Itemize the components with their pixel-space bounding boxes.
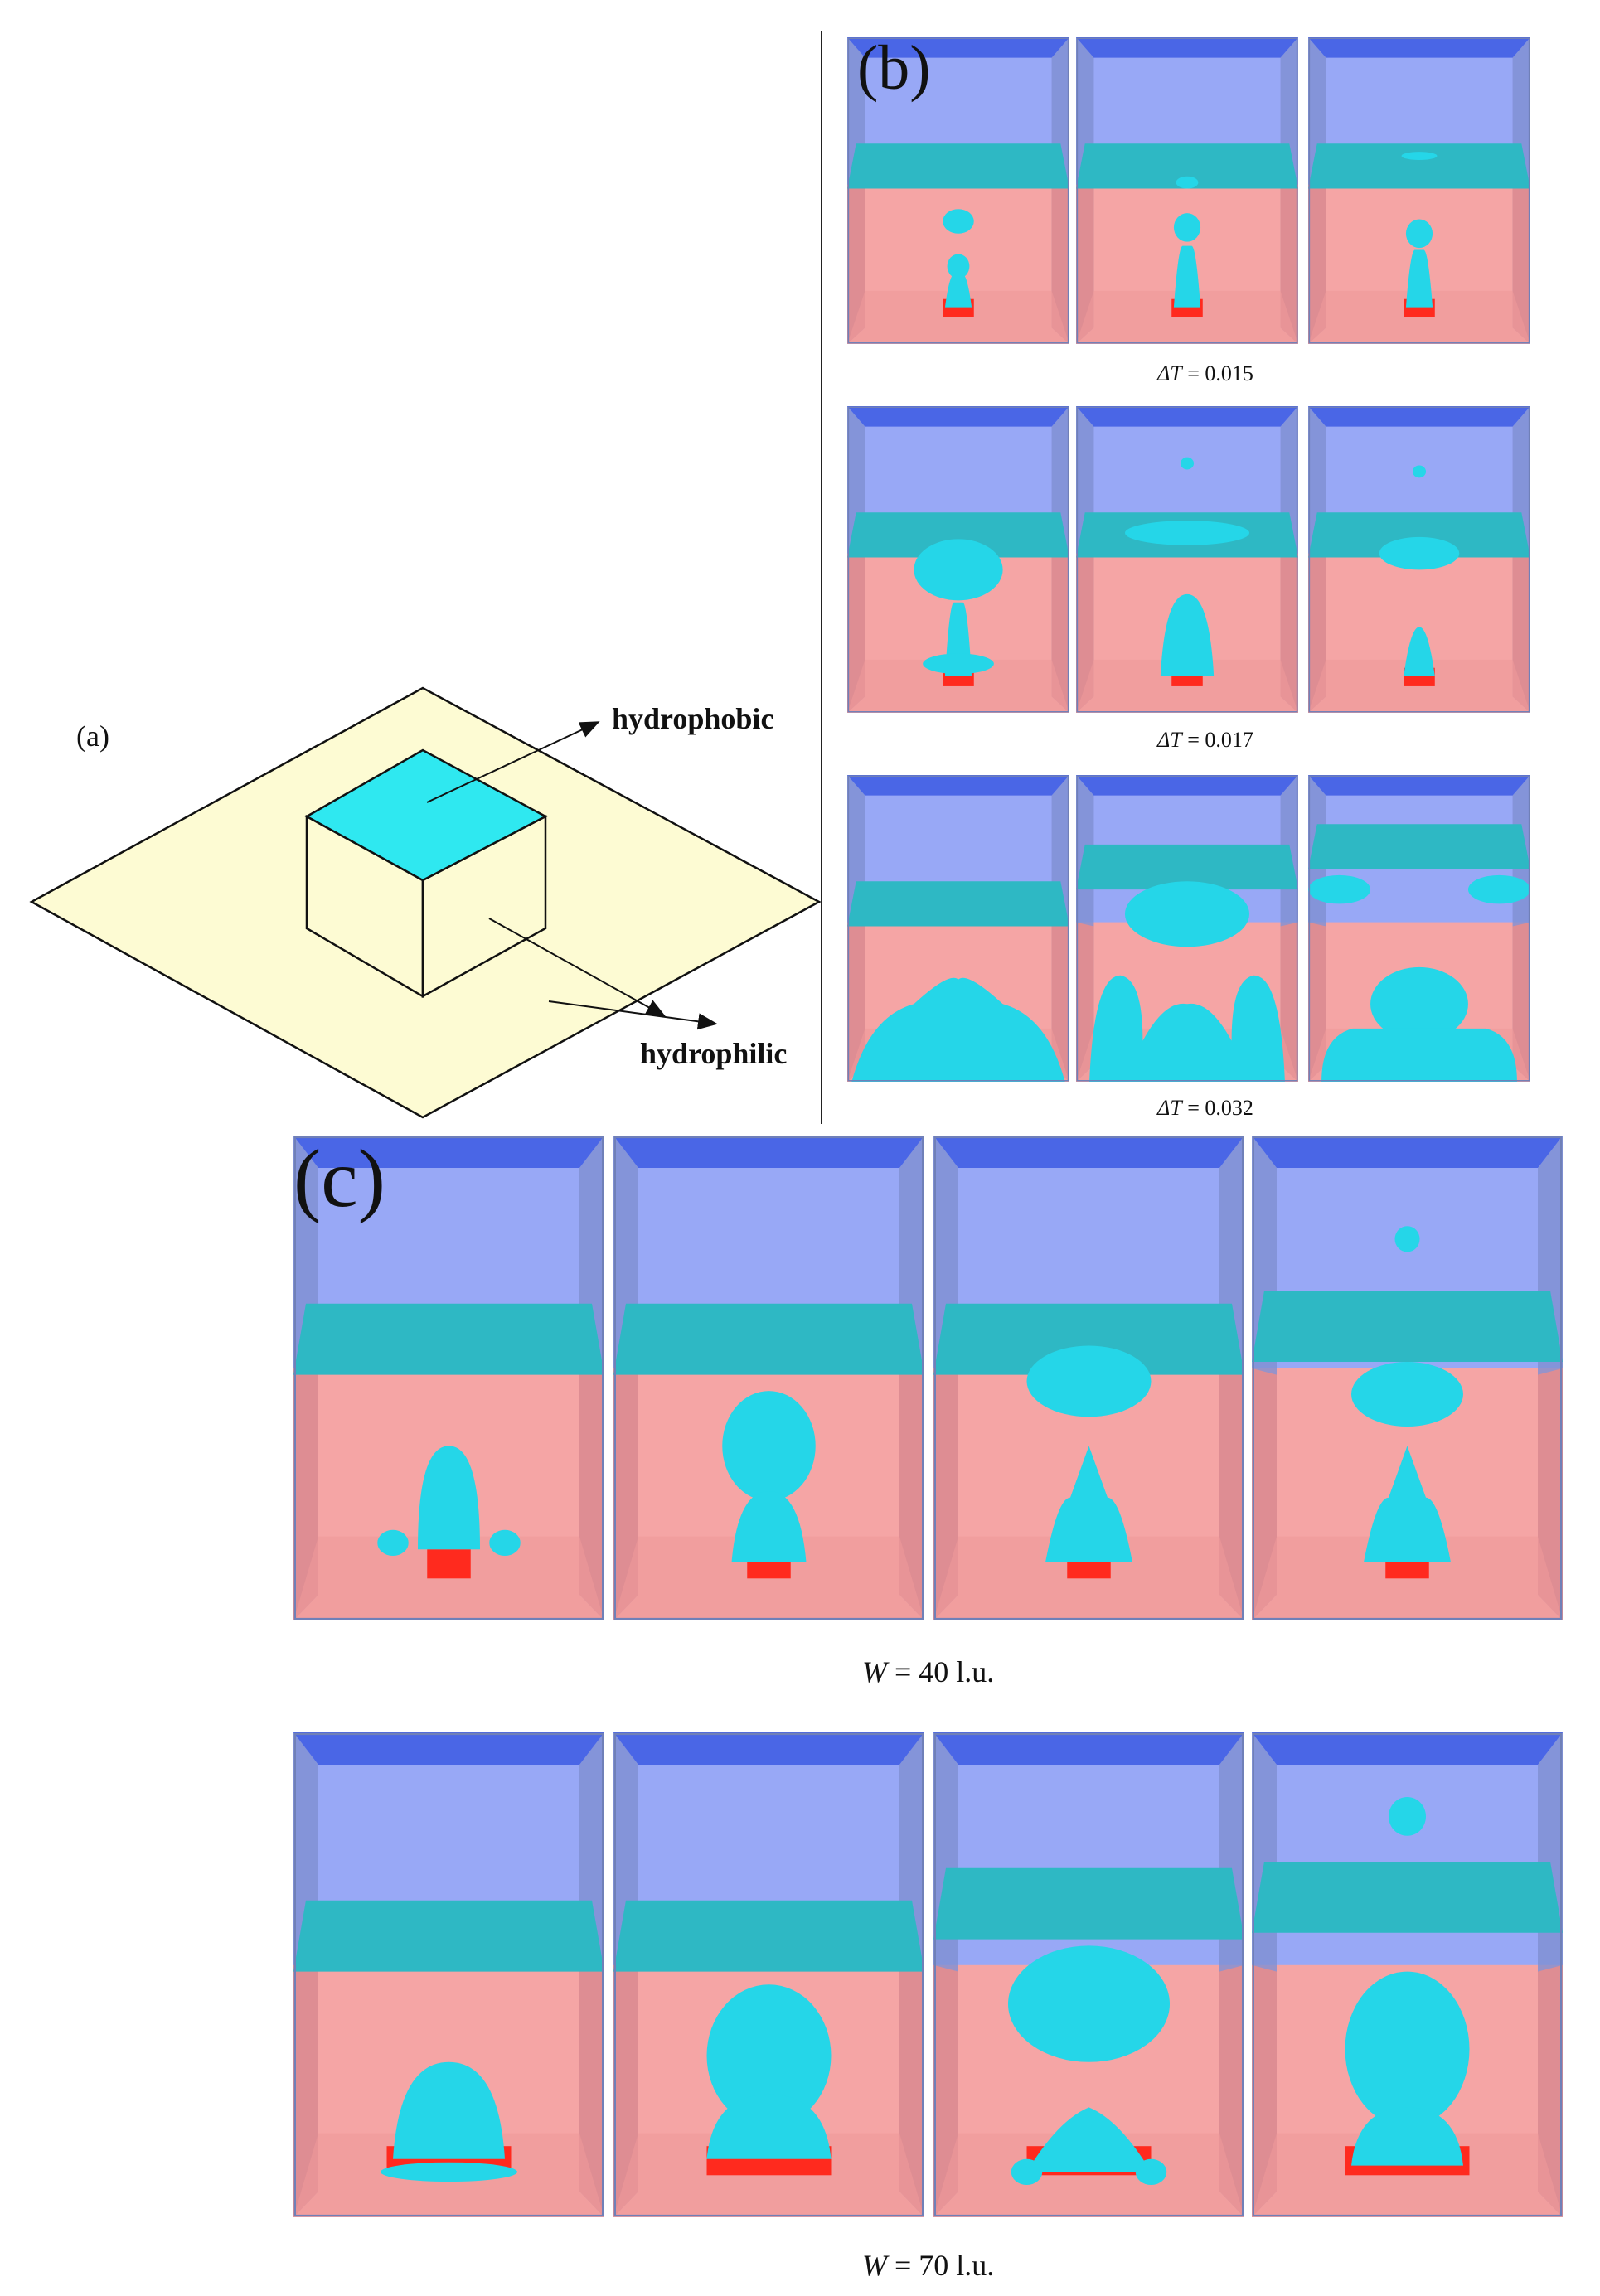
panel-b-box-r2-c2 (1076, 406, 1298, 713)
panel-b-box-r1-c3 (1308, 37, 1530, 344)
panel-c-box-r1-c4 (1252, 1136, 1563, 1620)
panel-c-caption-2: W = 70 l.u. (862, 2249, 995, 2282)
panel-b-caption-3: ΔT = 0.032 (1157, 1096, 1253, 1120)
label-hydrophilic: hydrophilic (640, 1037, 788, 1070)
panel-b-box-r1-c1 (847, 37, 1069, 344)
panel-c-box-r2-c4 (1252, 1732, 1563, 2217)
panel-c-box-r2-c1 (293, 1732, 604, 2217)
panel-c-box-r1-c2 (613, 1136, 924, 1620)
panel-b-box-r1-c2 (1076, 37, 1298, 344)
panel-b-caption-1: ΔT = 0.015 (1157, 361, 1253, 385)
panel-a-schematic (29, 686, 822, 1119)
panel-b-caption-2: ΔT = 0.017 (1157, 728, 1253, 752)
label-hydrophobic: hydrophobic (612, 702, 774, 735)
panel-b-box-r3-c1 (847, 775, 1069, 1082)
cube-top-face (304, 748, 548, 882)
panel-b-letter: (b) (857, 33, 931, 103)
panel-a-letter: (a) (76, 719, 109, 753)
panel-divider (821, 31, 822, 1124)
panel-b-box-r2-c3 (1308, 406, 1530, 713)
panel-c-caption-1: W = 40 l.u. (862, 1655, 995, 1688)
panel-b-box-r3-c2 (1076, 775, 1298, 1082)
panel-c-box-r2-c3 (933, 1732, 1244, 2217)
panel-c-box-r1-c3 (933, 1136, 1244, 1620)
panel-c-letter: (c) (293, 1132, 385, 1224)
panel-b-box-r2-c1 (847, 406, 1069, 713)
arrow-hydrophilic-plate (548, 1000, 718, 1030)
arrow-hydrophilic-cube (488, 918, 667, 1017)
panel-b-box-r3-c3 (1308, 775, 1530, 1082)
panel-c-box-r2-c2 (613, 1732, 924, 2217)
panel-c-box-r1-c1 (293, 1136, 604, 1620)
arrow-hydrophobic (426, 721, 600, 803)
